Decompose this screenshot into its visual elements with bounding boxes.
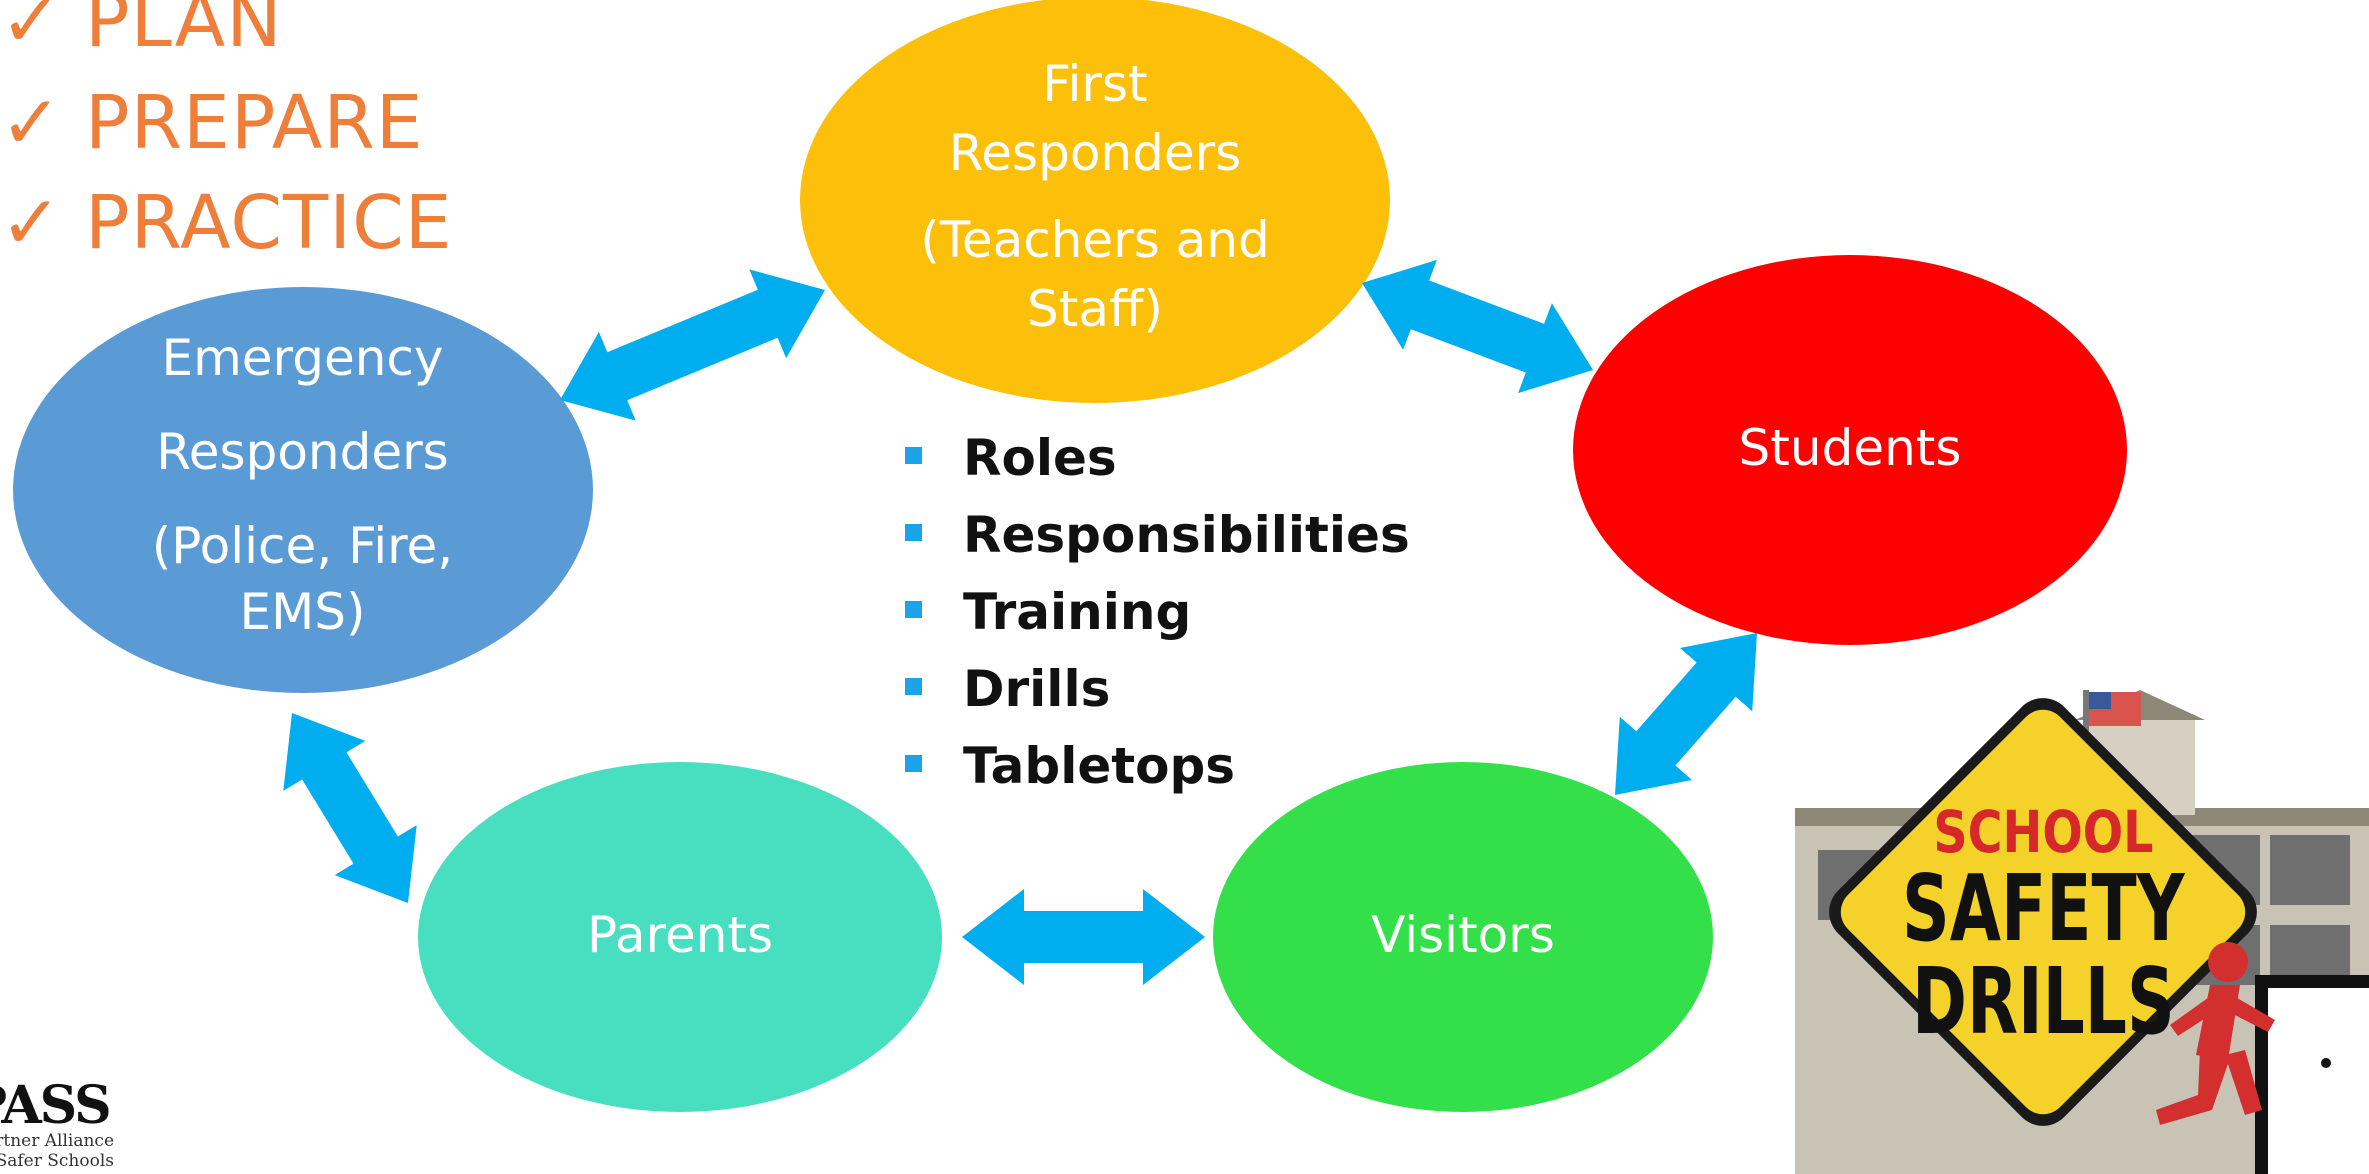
node-parents (418, 762, 942, 1112)
label-line: (Teachers and (920, 211, 1270, 269)
node-students (1573, 255, 2127, 645)
bullet-text: Tabletops (963, 737, 1236, 795)
checkmark-icon: ✓ (0, 80, 64, 166)
checkmark-icon: ✓ (0, 180, 64, 266)
square-bullet-icon (905, 601, 922, 618)
bullet-item: Tabletops (905, 728, 1410, 805)
parents-label: Parents (480, 902, 880, 968)
node-first-responders (800, 0, 1390, 403)
node-visitors (1213, 762, 1713, 1112)
label-line: Students (1738, 419, 1962, 477)
logo-line: Partner Alliance (0, 1131, 114, 1151)
bullet-text: Roles (963, 429, 1117, 487)
sign-line-school: SCHOOL (1933, 798, 2153, 866)
emergency-responders-label: Emergency Responders (Police, Fire, EMS) (80, 325, 525, 645)
checklist-label: PLAN (85, 0, 283, 64)
square-bullet-icon (905, 447, 922, 464)
label-line: (Police, Fire, (151, 517, 454, 575)
arrow-emergency-parents (283, 713, 417, 903)
square-bullet-icon (905, 755, 922, 772)
logo-line: Safer Schools (0, 1151, 114, 1171)
bullet-text: Drills (963, 660, 1111, 718)
pass-logo: PASS Partner Alliance Safer Schools (0, 1075, 120, 1174)
bullet-item: Drills (905, 651, 1410, 728)
checklist-item-plan: ✓ PLAN (0, 0, 283, 64)
label-line: First (1042, 55, 1148, 113)
label-line: Staff) (1027, 280, 1163, 338)
visitors-label: Visitors (1263, 902, 1663, 968)
bullet-text: Training (963, 583, 1192, 641)
first-responders-label: First Responders (Teachers and Staff) (860, 50, 1330, 344)
students-label: Students (1650, 415, 2050, 481)
label-line: Responders (948, 124, 1242, 182)
label-line: EMS) (239, 583, 366, 641)
checkmark-icon: ✓ (0, 0, 64, 64)
school-safety-drills-illustration: SCHOOL SAFETY DRILLS (1795, 690, 2369, 1174)
label-line: Visitors (1371, 906, 1555, 964)
bullet-list: Roles Responsibilities Training Drills T… (905, 420, 1410, 805)
logo-name: PASS (0, 1075, 112, 1136)
bullet-item: Training (905, 574, 1410, 651)
bullet-text: Responsibilities (963, 506, 1410, 564)
arrow-parents-visitors (962, 889, 1205, 985)
sign-line-safety: SAFETY (1902, 855, 2185, 962)
checklist-item-practice: ✓PRACTICE (0, 180, 453, 266)
label-line: Emergency (161, 329, 444, 387)
checklist-item-prepare: ✓PREPARE (0, 80, 424, 166)
square-bullet-icon (905, 524, 922, 541)
label-line: Responders (156, 423, 449, 481)
arrow-emergency-first (560, 269, 825, 421)
sign-line-drills: DRILLS (1912, 948, 2175, 1055)
arrow-students-visitors (1615, 633, 1757, 795)
label-line: Parents (586, 906, 774, 964)
arrow-first-students (1362, 259, 1593, 394)
checklist-label: PREPARE (85, 80, 424, 166)
checklist-label: PRACTICE (85, 180, 453, 266)
bullet-item: Responsibilities (905, 497, 1410, 574)
bullet-item: Roles (905, 420, 1410, 497)
node-emergency-responders (13, 287, 593, 693)
square-bullet-icon (905, 678, 922, 695)
